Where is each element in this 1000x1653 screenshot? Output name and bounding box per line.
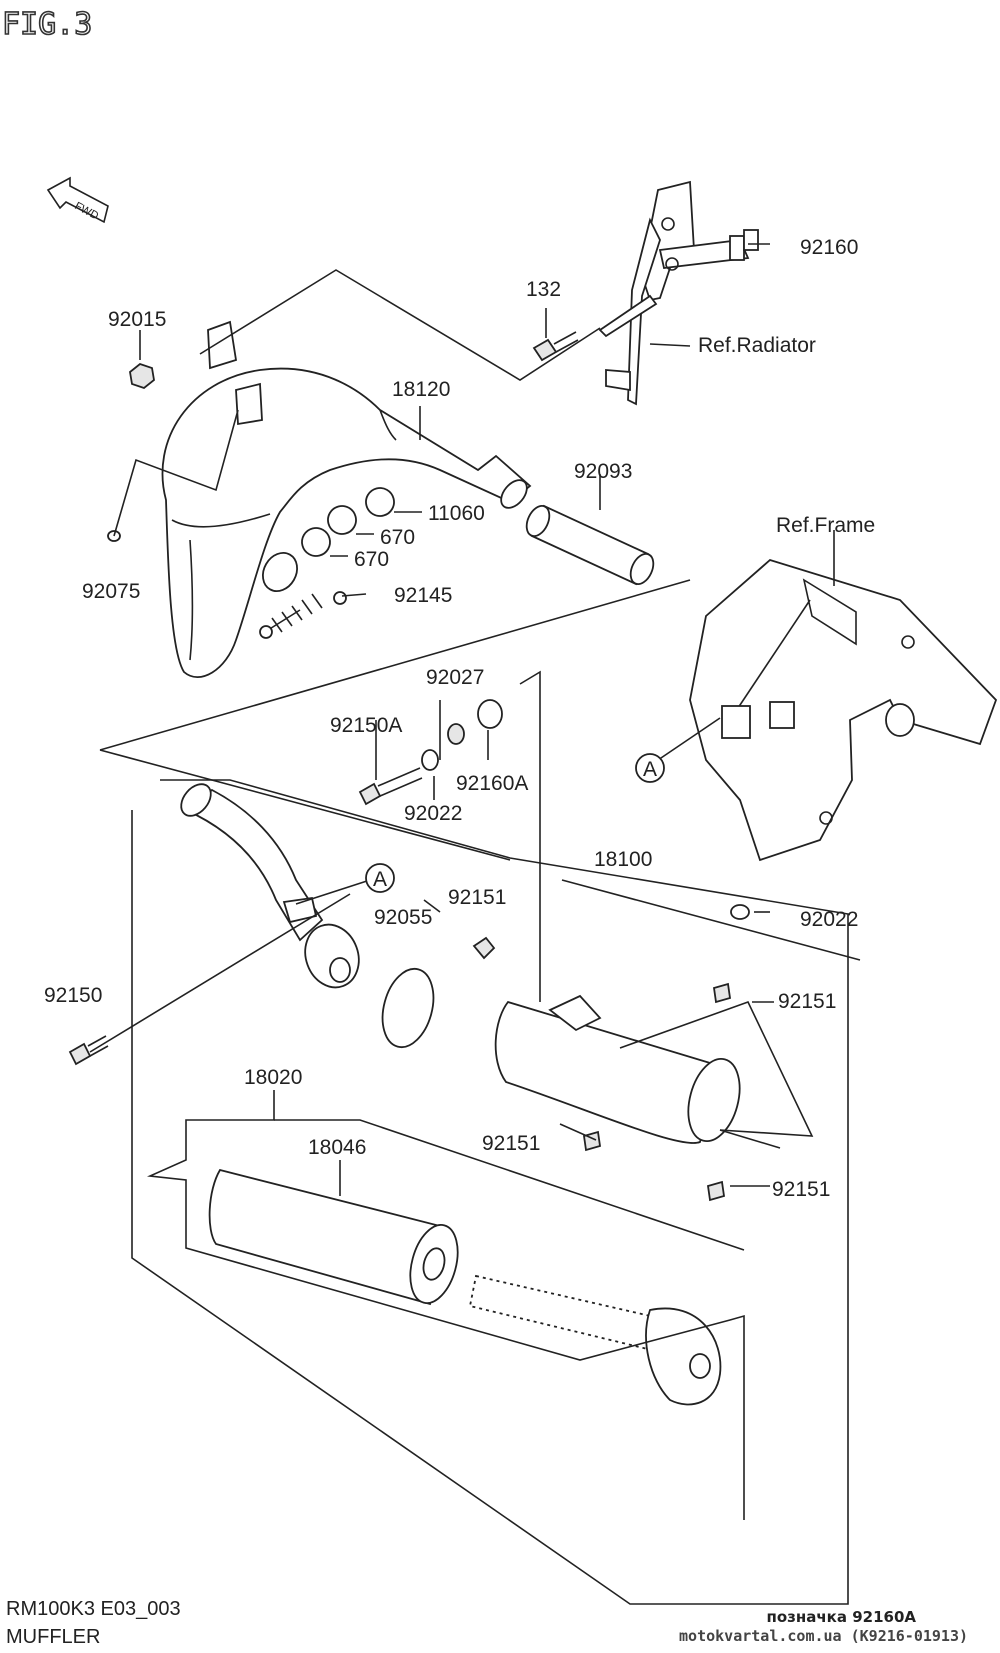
part-note: позначка 92160A: [766, 1608, 917, 1626]
sleeve-92093: [525, 504, 655, 586]
callout-92075: 92075: [82, 580, 140, 603]
callout-92093: 92093: [574, 460, 632, 483]
watermark-text[interactable]: motokvartal.com.ua (K9216-01913): [679, 1627, 968, 1645]
oring-670-b: [301, 527, 331, 557]
collar-92027: [447, 723, 465, 745]
nut-92160: [743, 229, 759, 251]
callout-18100: 18100: [594, 848, 652, 871]
washer-92022-b: [730, 904, 750, 920]
callout-670-a: 670: [380, 526, 415, 549]
bolt-92151-a: [472, 936, 496, 960]
callout-92151-d: 92151: [772, 1178, 830, 1201]
frame-section: [689, 558, 998, 862]
callout-18120: 18120: [392, 378, 450, 401]
fwd-arrow-icon: FWD: [46, 176, 109, 224]
callout-92160: 92160: [800, 236, 858, 259]
washer-92022-a: [421, 749, 439, 771]
grommet-92160A: [477, 699, 503, 729]
callout-92151-c: 92151: [482, 1132, 540, 1155]
silencer-body-18046: [208, 1168, 459, 1306]
callout-92160A: 92160A: [456, 772, 528, 795]
callout-ref-frame: Ref.Frame: [776, 514, 875, 537]
callout-92027: 92027: [426, 666, 484, 689]
callout-92151-b: 92151: [778, 990, 836, 1013]
bolt-92150-shank: [87, 1035, 109, 1057]
section-title: MUFFLER: [6, 1626, 101, 1648]
callout-11060: 11060: [428, 502, 485, 525]
perforated-tube: [468, 1274, 722, 1406]
spring-hook-right: [333, 591, 347, 605]
callout-ref-radiator: Ref.Radiator: [698, 334, 816, 357]
bolt-92151-c: [582, 1130, 602, 1152]
bolt-92150A-shank: [377, 767, 423, 797]
bolt-92151-b: [712, 982, 732, 1004]
bolt-92151-d: [706, 1180, 726, 1202]
callout-92145: 92145: [394, 584, 452, 607]
connector-pipe: [180, 783, 360, 989]
oring-670-a: [327, 505, 357, 535]
model-code: RM100K3 E03_003: [6, 1598, 181, 1620]
bolt-132: [532, 331, 579, 362]
bolt-92150: [68, 1042, 92, 1066]
leader-lines: [89, 243, 861, 1605]
callout-92151-a: 92151: [448, 886, 506, 909]
silencer-18100: [494, 994, 741, 1144]
callout-18020: 18020: [244, 1066, 302, 1089]
spring-92145: [267, 593, 323, 633]
oring-11060: [365, 487, 395, 517]
marker-A-frame-text: A: [643, 758, 657, 781]
gasket-92055: [381, 967, 435, 1049]
marker-A-frame: A: [635, 753, 665, 783]
callout-18046: 18046: [308, 1136, 366, 1159]
radiator-bracket: [598, 180, 750, 406]
callout-92055: 92055: [374, 906, 432, 929]
fwd-text: FWD: [73, 200, 101, 222]
bolt-92150A: [358, 782, 382, 806]
spring-flange: [262, 552, 298, 592]
spring-hook-left: [259, 625, 273, 639]
nut-92015: [129, 362, 155, 390]
callout-92022-b: 92022: [800, 908, 858, 931]
callout-92015: 92015: [108, 308, 166, 331]
exhaust-chamber-18120: [161, 320, 532, 678]
callout-132: 132: [526, 278, 561, 301]
callout-670-b: 670: [354, 548, 389, 571]
callout-92150: 92150: [44, 984, 102, 1007]
callout-92150A: 92150A: [330, 714, 402, 737]
figure-label: FIG.3: [2, 7, 92, 42]
callout-92022-a: 92022: [404, 802, 462, 825]
marker-A-pipe-text: A: [373, 868, 387, 891]
marker-A-pipe: A: [365, 863, 395, 893]
